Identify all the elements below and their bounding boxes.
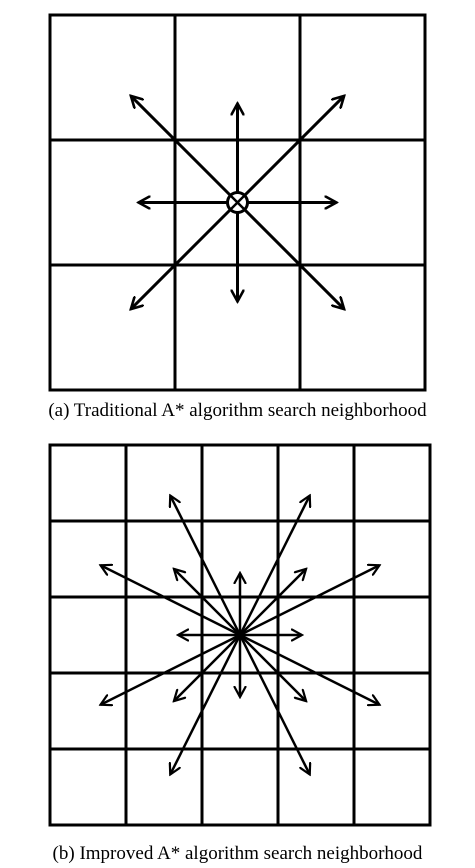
center-dot	[235, 630, 245, 640]
direction-arrow	[174, 634, 241, 701]
direction-arrow	[238, 634, 310, 774]
direction-arrow	[170, 496, 242, 636]
panel-b-improved-neighborhood	[48, 443, 432, 827]
caption-a: (a) Traditional A* algorithm search neig…	[48, 400, 427, 421]
center-cross	[229, 194, 246, 211]
direction-arrow	[101, 633, 241, 705]
center-node-marker	[235, 630, 245, 640]
direction-arrow	[238, 496, 310, 636]
direction-arrow	[174, 569, 241, 636]
center-node-marker	[226, 191, 249, 214]
arrows-8-directions	[131, 96, 344, 309]
arrows-16-directions	[101, 496, 380, 775]
direction-arrow	[239, 569, 306, 636]
grid-5x5	[48, 443, 432, 827]
direction-arrow	[131, 201, 239, 310]
direction-arrow	[239, 565, 379, 637]
direction-arrow	[239, 634, 306, 701]
panel-a-traditional-neighborhood	[48, 13, 427, 392]
direction-arrow	[131, 96, 239, 204]
direction-arrow	[239, 633, 379, 705]
direction-arrow	[170, 634, 242, 774]
direction-arrow	[236, 201, 345, 310]
caption-b: (b) Improved A* algorithm search neighbo…	[52, 843, 423, 864]
direction-arrow	[101, 565, 241, 637]
direction-arrow	[236, 96, 345, 204]
